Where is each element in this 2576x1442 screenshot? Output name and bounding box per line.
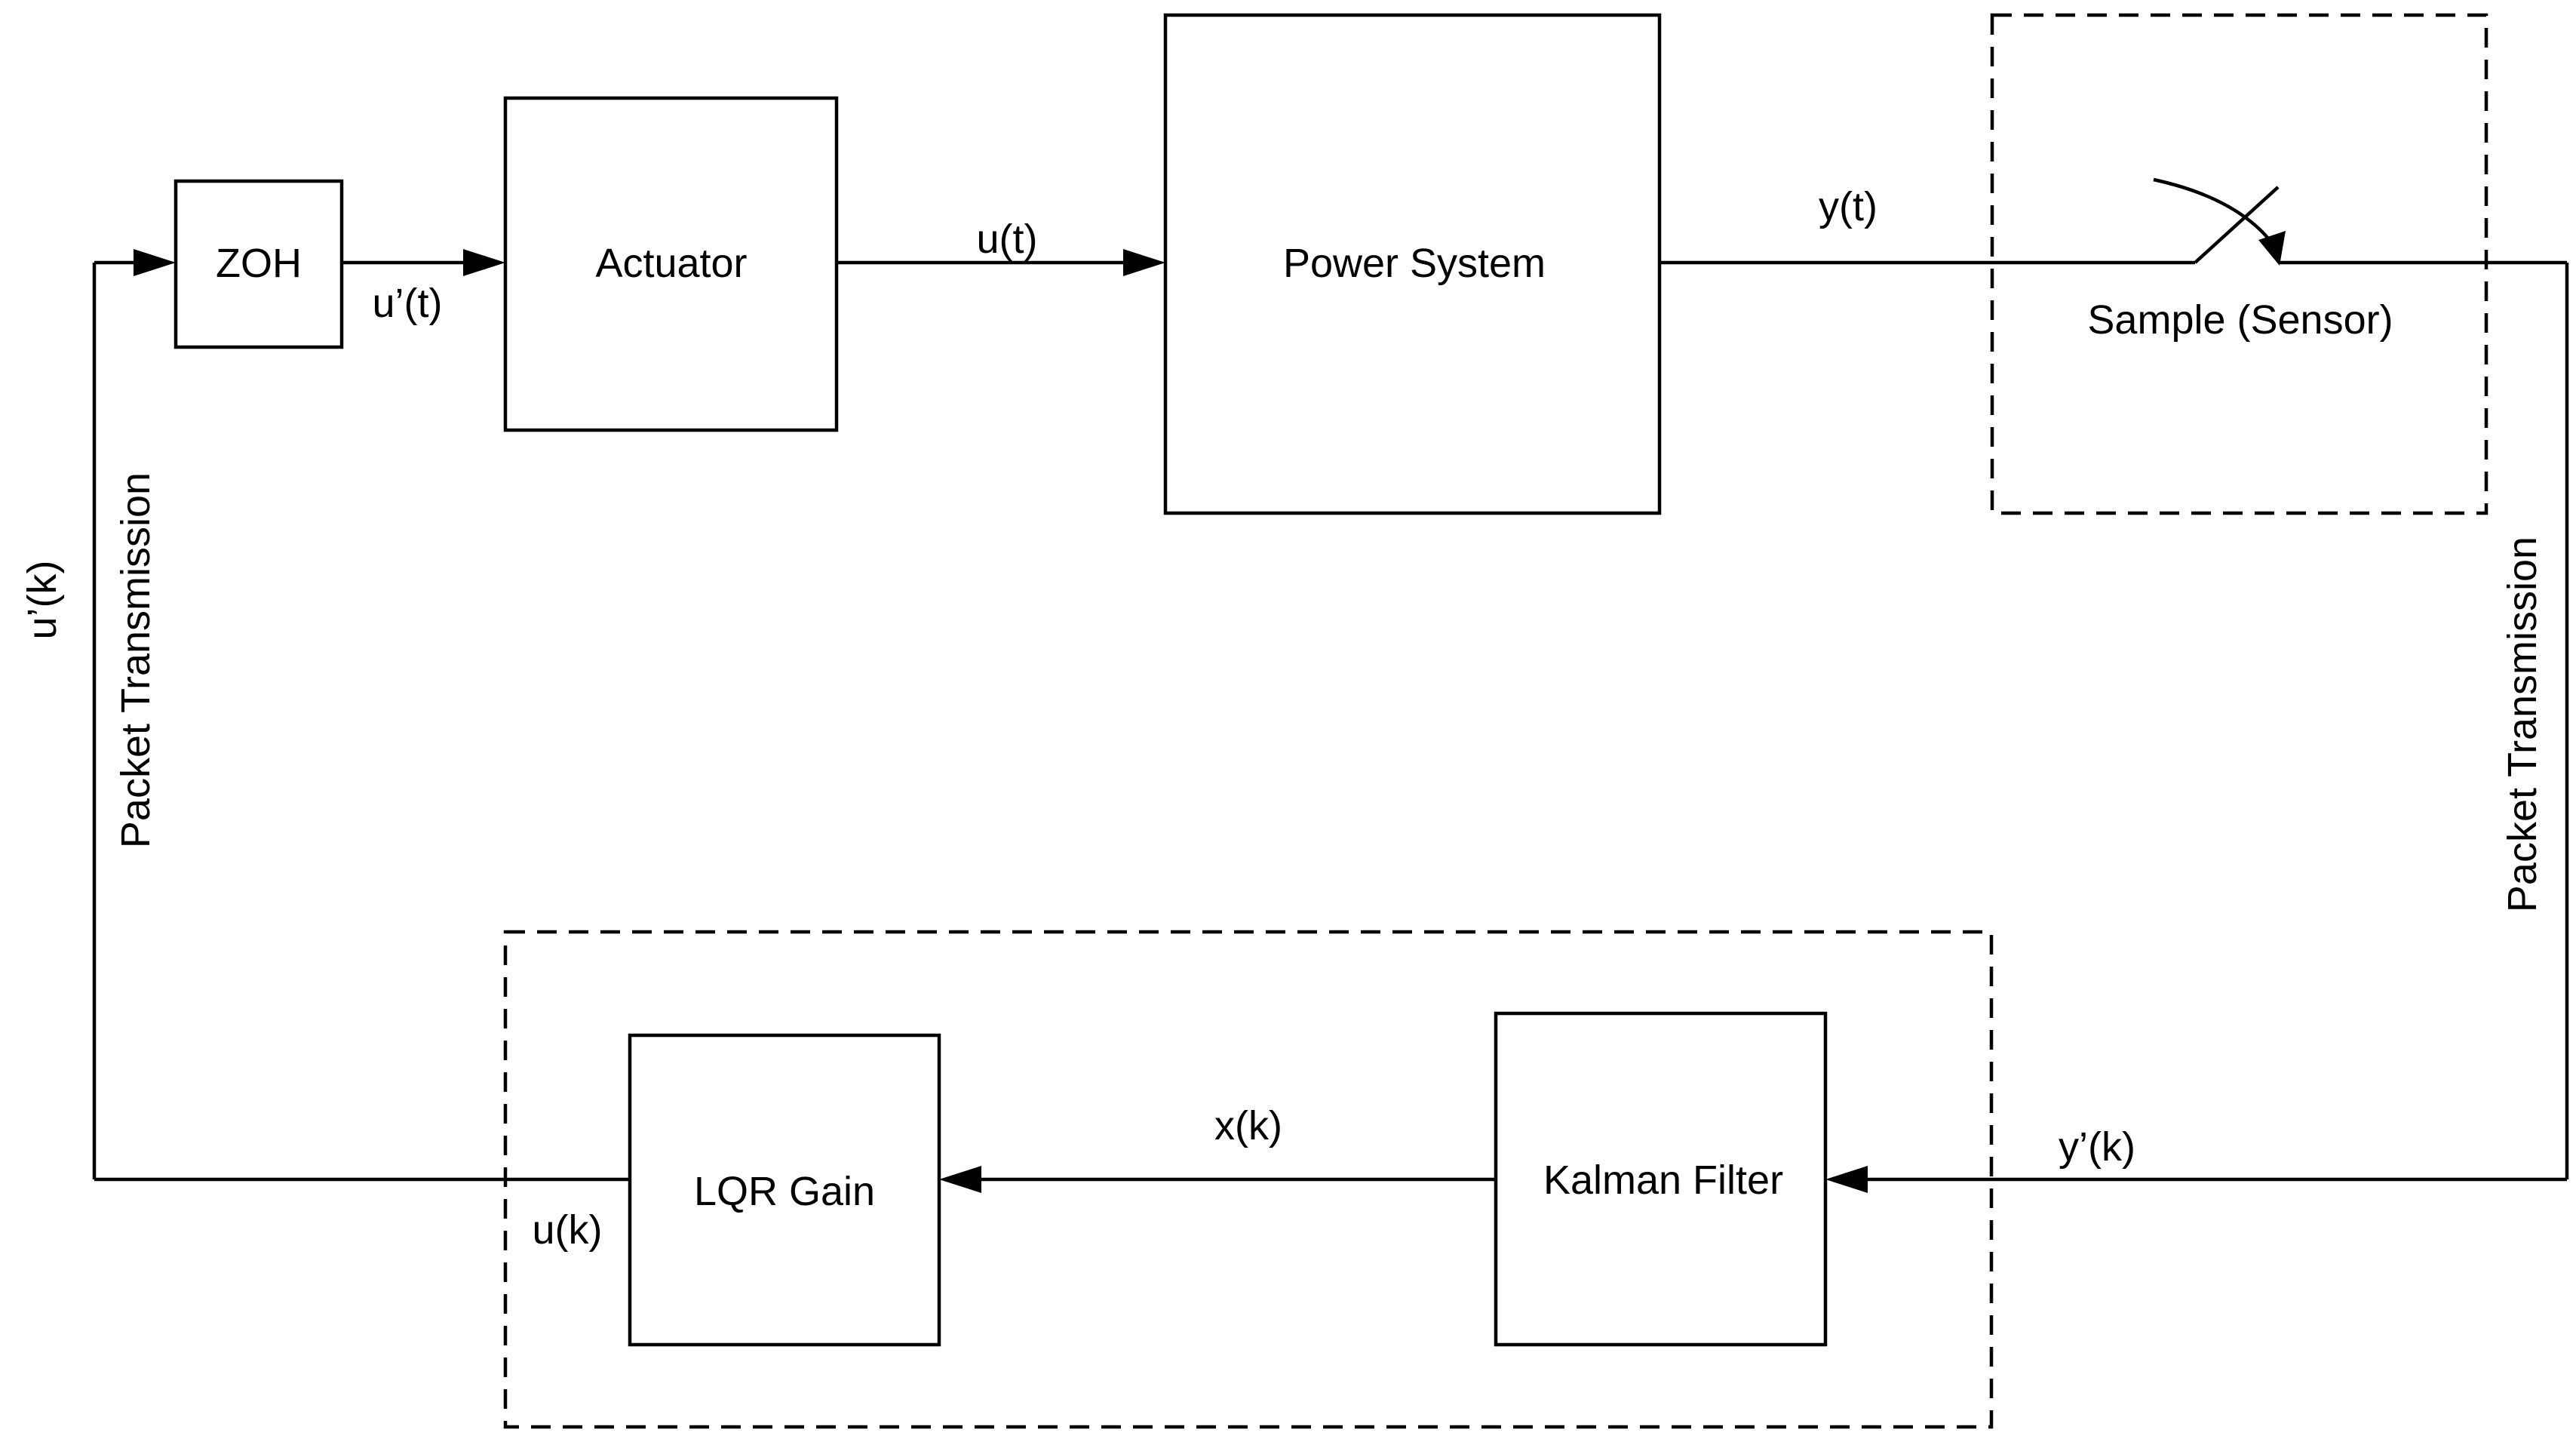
actuator-label: Actuator (595, 241, 747, 286)
actuator-block (503, 96, 839, 432)
y-prime-k-label: y’(k) (2059, 1124, 2135, 1170)
lqr-input-arrowhead (939, 1166, 981, 1193)
right-packet-transmission-label: Packet Transmission (2500, 537, 2545, 912)
u-prime-k-label: u’(k) (20, 561, 65, 640)
lqr-gain-label: LQR Gain (694, 1169, 875, 1214)
zoh-block (173, 179, 344, 349)
zoh-input-arrowhead (134, 249, 176, 276)
y-t-label: y(t) (1819, 184, 1878, 229)
u-prime-t-label: u’(t) (373, 281, 443, 326)
kalman-filter-block (1494, 1011, 1828, 1347)
u-t-label: u(t) (977, 217, 1038, 262)
actuator-input-arrowhead (463, 249, 505, 276)
left-packet-transmission-label: Packet Transmission (113, 472, 158, 848)
power-system-block (1163, 13, 1662, 515)
sampler-switch-curved-arrow (2153, 177, 2274, 244)
kalman-input-arrowhead (1825, 1166, 1868, 1193)
lqr-gain-block (628, 1033, 941, 1347)
x-k-label: x(k) (1214, 1103, 1282, 1148)
u-k-label: u(k) (533, 1207, 603, 1253)
power-system-input-arrowhead (1123, 249, 1165, 276)
zoh-label: ZOH (216, 241, 302, 286)
power-system-label: Power System (1283, 241, 1546, 286)
sampler-switch-arrowhead (2258, 231, 2286, 266)
sample-sensor-label: Sample (Sensor) (2087, 297, 2393, 343)
kalman-filter-label: Kalman Filter (1543, 1158, 1783, 1203)
sampler-switch-arm (2194, 186, 2280, 264)
